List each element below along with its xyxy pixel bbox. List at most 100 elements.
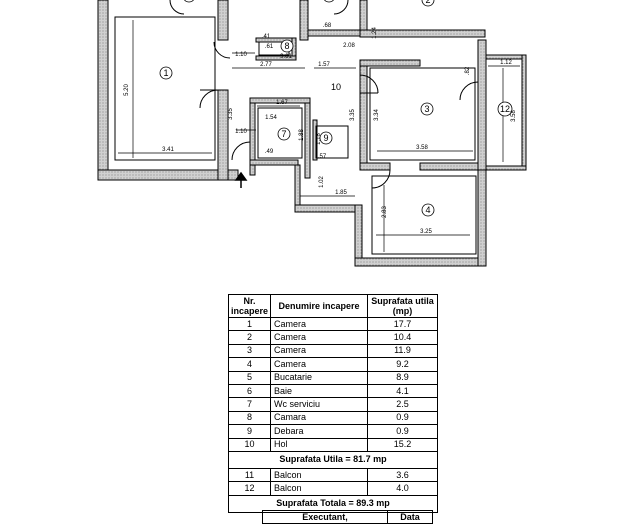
- dim-text: 1.02: [319, 176, 325, 188]
- cell-name: Camara: [270, 410, 369, 426]
- cell-name: Debara: [270, 424, 369, 439]
- cell-area: 9.2: [367, 357, 439, 372]
- dim-text: .57: [318, 154, 327, 160]
- dim-text: 3.35: [350, 109, 356, 121]
- cell-name: Baie: [270, 383, 369, 399]
- dim-text: .61: [265, 44, 274, 50]
- dimension-texts: 5.20 3.41 1.10 2.77 1.57 3.35 1.10 1.67 …: [124, 23, 517, 235]
- room-6-label: 6: [186, 0, 191, 1]
- cell-name: Wc serviciu: [270, 397, 369, 412]
- cell-area: 4.0: [367, 481, 439, 496]
- cell-nr: 12: [227, 481, 272, 496]
- useful-area-total: Suprafata Utila = 81.7 mp: [227, 450, 439, 469]
- dim-text: .82: [465, 66, 471, 75]
- dim-text: .49: [265, 149, 274, 155]
- cell-nr: 10: [227, 437, 272, 452]
- cell-name: Camera: [270, 343, 369, 359]
- dim-text: 1.67: [276, 100, 288, 106]
- cell-nr: 8: [227, 410, 272, 426]
- dim-text: .68: [323, 23, 332, 29]
- cell-nr: 5: [227, 370, 272, 385]
- dim-text: 1.10: [235, 129, 247, 135]
- cell-nr: 9: [227, 424, 272, 439]
- header-useful-area: Suprafata utila (mp): [367, 294, 439, 318]
- cell-nr: 4: [227, 357, 272, 372]
- dim-text: 1.12: [500, 60, 512, 66]
- door-swings: [169, 0, 479, 189]
- dim-text: 3.41: [162, 147, 174, 153]
- room-8-label: 8: [284, 41, 289, 51]
- header-room-number: Nr. incapere: [227, 294, 272, 318]
- cell-area: 11.9: [367, 343, 439, 359]
- dim-text: .41: [262, 34, 271, 40]
- cell-name: Balcon: [270, 481, 369, 496]
- cell-nr: 1: [227, 316, 272, 332]
- room-12-label: 12: [500, 104, 510, 114]
- dim-text: 3.58: [511, 110, 517, 122]
- room-5-label: 5: [326, 0, 331, 1]
- dim-text: 3.25: [420, 229, 432, 235]
- room-area-table: Nr. incapere Denumire incapere Suprafata…: [227, 294, 439, 513]
- dim-text: 3.35: [228, 108, 234, 120]
- dim-text: 9.61: [280, 54, 292, 60]
- dim-text: 1.88: [299, 129, 305, 141]
- dim-text: 2.83: [382, 206, 388, 218]
- dim-text: 3.58: [416, 145, 428, 151]
- room-3-label: 3: [424, 104, 429, 114]
- executant-label: Executant,: [262, 509, 388, 525]
- cell-name: Balcon: [270, 467, 369, 483]
- cell-nr: 6: [227, 383, 272, 399]
- cell-nr: 11: [227, 467, 272, 483]
- cell-area: 4.1: [367, 383, 439, 399]
- cell-area: 2.5: [367, 397, 439, 412]
- dimension-lines: [118, 20, 520, 252]
- entrance-arrow-icon: [234, 171, 248, 188]
- cell-area: 10.4: [367, 330, 439, 345]
- cell-name: Camera: [270, 316, 369, 332]
- cell-area: 8.9: [367, 370, 439, 385]
- dim-text: 2.77: [260, 62, 272, 68]
- room-7-label: 7: [281, 129, 286, 139]
- cell-area: 3.6: [367, 467, 439, 483]
- date-label: Data: [387, 509, 433, 525]
- cell-name: Camera: [270, 330, 369, 345]
- cell-area: 0.9: [367, 424, 439, 439]
- cell-name: Bucatarie: [270, 370, 369, 385]
- floor-plan: 1 2 3 4 5 6 7 8 9 10 12 5.20 3.41 1.10 2…: [97, 0, 527, 267]
- cell-nr: 7: [227, 397, 272, 412]
- dim-text: 1.85: [335, 190, 347, 196]
- header-room-name: Denumire incapere: [270, 294, 369, 318]
- dim-text: 1.57: [318, 62, 330, 68]
- cell-area: 17.7: [367, 316, 439, 332]
- dim-text: 3.34: [374, 109, 380, 121]
- cell-name: Camera: [270, 357, 369, 372]
- dim-text: 1.18: [316, 133, 322, 145]
- cell-area: 15.2: [367, 437, 439, 452]
- dim-text: 1.10: [235, 52, 247, 58]
- dim-text: 1.24: [372, 27, 378, 39]
- cell-nr: 2: [227, 330, 272, 345]
- dim-text: 2.08: [343, 43, 355, 49]
- room-1-label: 1: [163, 68, 168, 78]
- dim-text: 1.54: [265, 115, 277, 121]
- room-4-label: 4: [425, 205, 430, 215]
- dim-text: 5.20: [124, 84, 130, 96]
- cell-name: Hol: [270, 437, 369, 452]
- cell-nr: 3: [227, 343, 272, 359]
- room-2-label: 2: [425, 0, 430, 5]
- room-outlines: [114, 16, 477, 255]
- walls: [97, 0, 527, 267]
- executant-table: Executant, Data: [262, 509, 433, 525]
